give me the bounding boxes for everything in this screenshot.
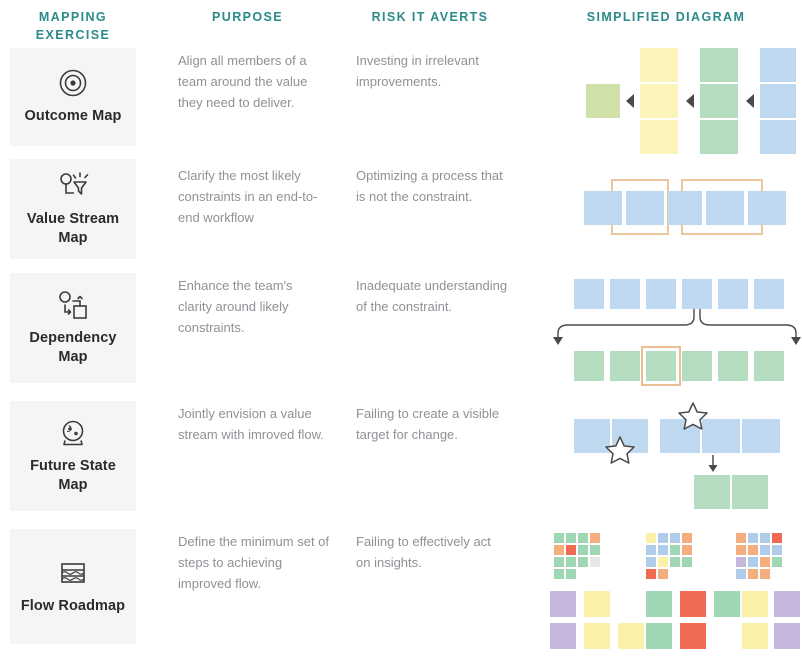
- flow-row-two: [550, 591, 800, 617]
- purpose-text: Define the minimum set of steps to achie…: [178, 534, 330, 591]
- exercise-label: Dependency Map: [29, 329, 117, 365]
- table-header: MAPPING EXERCISE PURPOSE RISK IT AVERTS …: [0, 0, 802, 44]
- cluster-left: [554, 533, 600, 579]
- risk-text: Investing in irrelevant improvements.: [356, 53, 479, 89]
- purpose-text: Enhance the team's clarity around likely…: [178, 278, 293, 335]
- exercise-label: Future State Map: [30, 457, 116, 493]
- table-row: Value Stream Map Clarify the most likely…: [0, 159, 802, 269]
- table-row: Dependency Map Enhance the team's clarit…: [0, 269, 802, 397]
- exercise-tile-value-stream-map[interactable]: Value Stream Map: [10, 159, 136, 259]
- future-state-map-diagram: [530, 397, 802, 525]
- column-header-mapping-exercise: MAPPING EXERCISE: [35, 10, 111, 42]
- person-funnel-icon: [56, 169, 90, 203]
- star-icon: [605, 436, 635, 464]
- table-row: Flow Roadmap Define the minimum set of s…: [0, 525, 802, 658]
- cluster-right: [736, 533, 782, 579]
- cluster-middle: [646, 533, 692, 579]
- star-icon: [678, 402, 708, 430]
- exercise-tile-outcome-map[interactable]: Outcome Map: [10, 48, 136, 146]
- target-icon: [56, 66, 90, 100]
- purpose-text: Clarify the most likely constraints in a…: [178, 168, 318, 225]
- flow-waves-icon: [56, 556, 90, 590]
- table-row: Future State Map Jointly envision a valu…: [0, 397, 802, 525]
- crystal-ball-icon: [56, 416, 90, 450]
- exercise-tile-flow-roadmap[interactable]: Flow Roadmap: [10, 529, 136, 644]
- outcome-map-diagram: [530, 44, 802, 159]
- value-stream-map-diagram: [530, 159, 802, 269]
- risk-text: Inadequate understanding of the constrai…: [356, 278, 508, 314]
- dependency-map-diagram: [530, 269, 802, 397]
- exercise-tile-future-state-map[interactable]: Future State Map: [10, 401, 136, 511]
- column-header-purpose: PURPOSE: [212, 10, 283, 24]
- nodes-link-icon: [56, 288, 90, 322]
- flow-row-three: [550, 623, 800, 649]
- column-header-diagram: SIMPLIFIED DIAGRAM: [586, 10, 746, 24]
- exercise-label: Flow Roadmap: [20, 597, 126, 614]
- exercise-label: Value Stream Map: [26, 210, 120, 246]
- column-header-risk: RISK IT AVERTS: [371, 10, 489, 24]
- risk-text: Failing to effectively act on insights.: [356, 534, 491, 570]
- purpose-text: Jointly envision a value stream with imr…: [178, 406, 324, 442]
- flow-roadmap-diagram: [530, 525, 802, 658]
- risk-text: Failing to create a visible target for c…: [356, 406, 500, 442]
- table-row: Outcome Map Align all members of a team …: [0, 44, 802, 159]
- purpose-text: Align all members of a team around the v…: [178, 53, 308, 110]
- risk-text: Optimizing a process that is not the con…: [356, 168, 503, 204]
- exercise-tile-dependency-map[interactable]: Dependency Map: [10, 273, 136, 383]
- exercise-label: Outcome Map: [24, 108, 122, 124]
